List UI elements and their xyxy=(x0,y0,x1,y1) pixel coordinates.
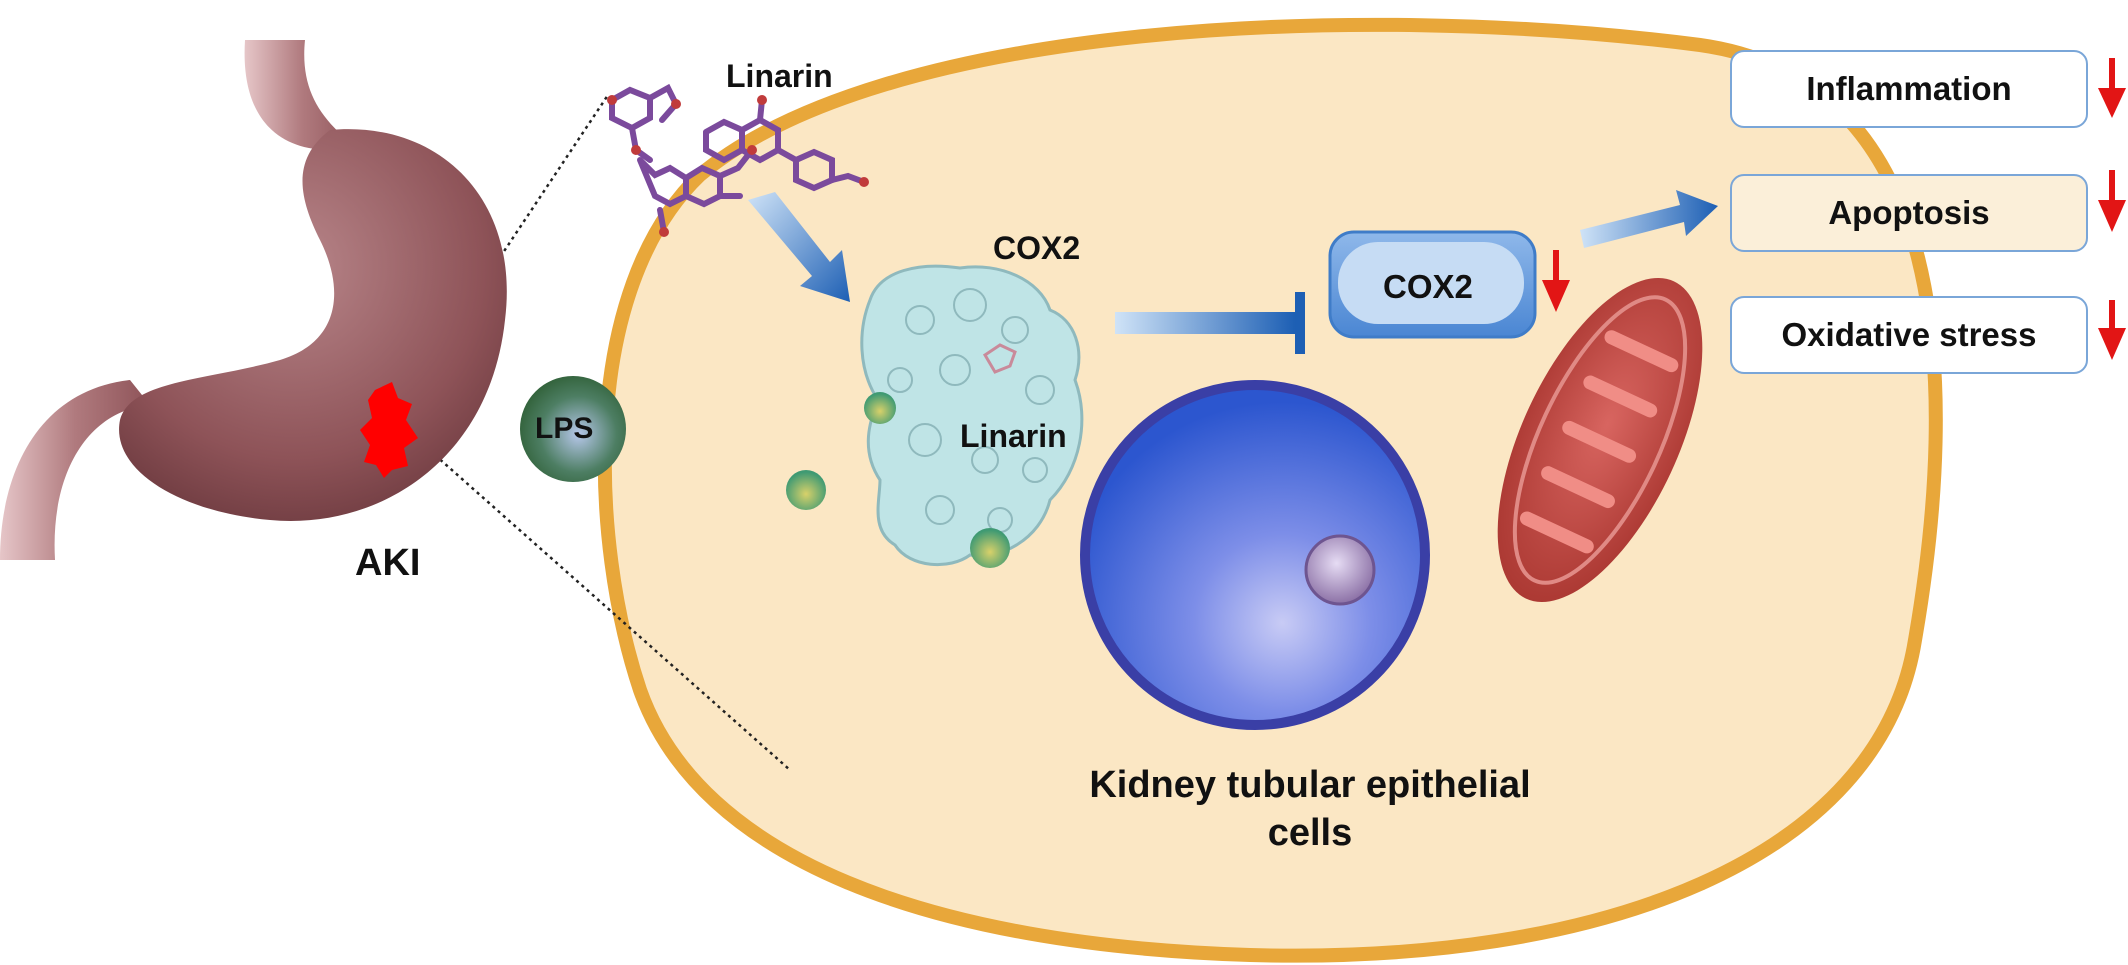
zoom-line-bottom xyxy=(434,454,791,771)
label-linarin-top: Linarin xyxy=(726,58,833,94)
cell-caption-line2: cells xyxy=(1267,811,1353,854)
organ-tube-left xyxy=(0,380,150,560)
label-aki: AKI xyxy=(355,542,421,584)
cell-caption: Kidney tubular epithelial cells xyxy=(1030,762,1590,857)
outcome-oxidative-stress: Oxidative stress xyxy=(1730,296,2088,374)
vesicle-3 xyxy=(970,528,1010,568)
arrow-linarin-to-cox2 xyxy=(748,192,850,302)
vesicle-2 xyxy=(864,392,896,424)
bound-ligand xyxy=(982,343,1017,374)
label-cox2-protein: COX2 xyxy=(993,230,1081,266)
outcome-apoptosis: Apoptosis xyxy=(1730,174,2088,252)
label-linarin-bound: Linarin xyxy=(960,418,1067,454)
organ-kidney xyxy=(119,129,507,521)
cox2-protein-surface xyxy=(860,264,1084,567)
down-arrow-apoptosis xyxy=(2098,170,2126,232)
nucleus xyxy=(1080,380,1430,730)
inhibition-bar xyxy=(1295,292,1305,354)
down-arrow-cox2 xyxy=(1542,250,1570,312)
label-lps: LPS xyxy=(535,412,594,445)
lesion xyxy=(360,382,418,478)
linarin-molecule xyxy=(609,83,867,235)
lps-particle xyxy=(520,376,626,482)
cell-caption-line1: Kidney tubular epithelial xyxy=(1089,764,1531,806)
vesicle-1 xyxy=(786,470,826,510)
down-arrow-inflammation xyxy=(2098,58,2126,118)
organ-tube-top xyxy=(244,40,360,150)
arrow-cox2-to-outcomes xyxy=(1580,190,1718,248)
down-arrow-oxidative-stress xyxy=(2098,300,2126,360)
linarin-atoms xyxy=(607,95,869,237)
inhibition-arrow xyxy=(1115,312,1295,334)
mitochondrion xyxy=(1497,278,1703,602)
outcome-inflammation: Inflammation xyxy=(1730,50,2088,128)
cox2-box-inner xyxy=(1338,242,1524,324)
nucleolus xyxy=(1304,534,1376,606)
label-cox2-box: COX2 xyxy=(1383,268,1473,305)
protein-texture xyxy=(887,288,1055,533)
